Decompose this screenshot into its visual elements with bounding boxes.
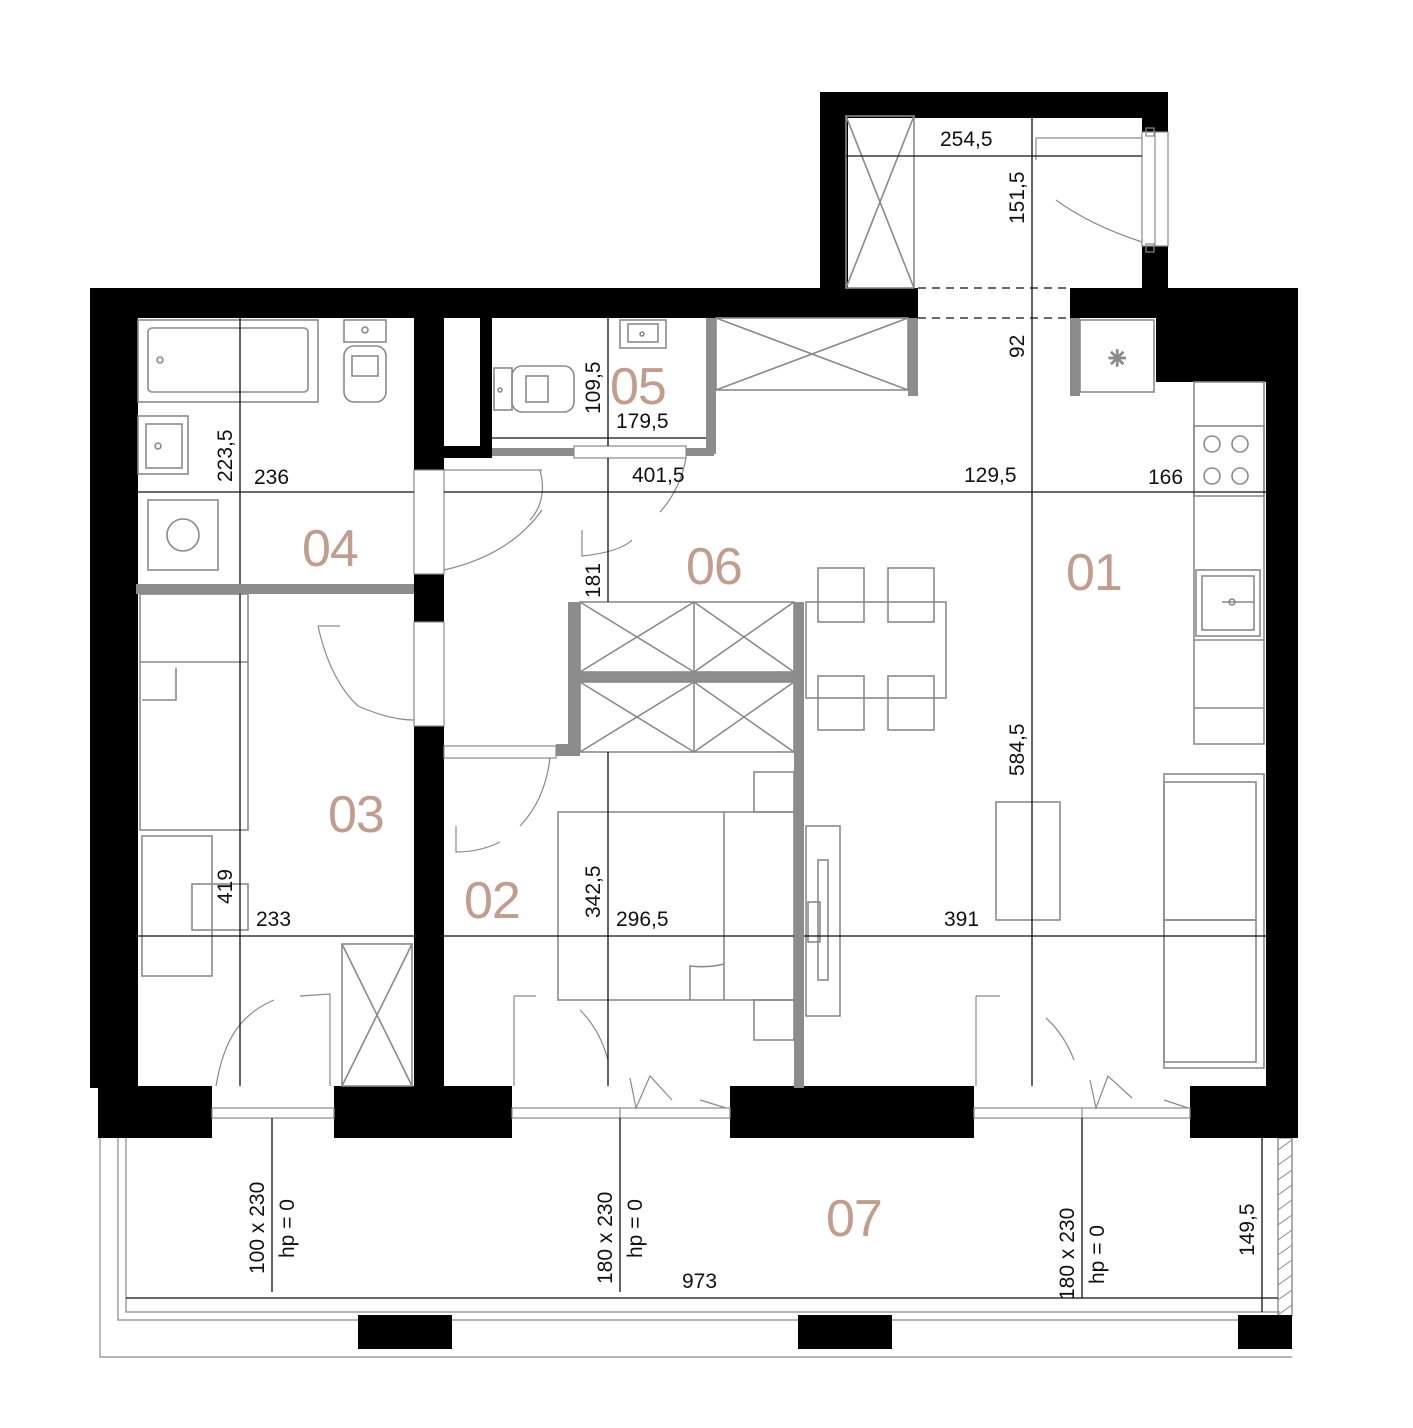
dim-973: 973	[682, 1270, 717, 1293]
bathtub	[137, 319, 319, 403]
window-3-hp: hp = 0	[1086, 1225, 1109, 1284]
window-2-size: 180 x 230	[594, 1192, 617, 1284]
dim-151-5: 151,5	[1006, 171, 1029, 224]
room-label-02: 02	[464, 872, 520, 930]
exterior-walls	[90, 92, 1298, 1138]
room-label-01: 01	[1066, 544, 1122, 602]
sofa	[1163, 773, 1265, 1069]
dining-table	[805, 567, 947, 731]
room-labels: 01 02 03 04 05 06 07	[302, 358, 1123, 1248]
doors-windows	[211, 127, 1191, 1119]
terrace-pillar-2	[798, 1315, 892, 1349]
window-1-size: 100 x 230	[246, 1182, 269, 1274]
room-label-03: 03	[328, 786, 384, 844]
washbasin-05	[619, 319, 667, 349]
dim-254-5: 254,5	[940, 128, 993, 151]
terrace-outline	[99, 1137, 1293, 1358]
dim-419: 419	[214, 869, 237, 904]
dim-391: 391	[944, 908, 979, 931]
dim-181: 181	[582, 563, 605, 598]
dim-401-5: 401,5	[632, 464, 685, 487]
washbasin-04	[137, 415, 189, 475]
terrace-pillar-3	[1238, 1315, 1292, 1349]
dim-223-5: 223,5	[214, 429, 237, 482]
toilet-05	[493, 365, 575, 413]
toilet-04	[343, 319, 387, 403]
svg-text:✳: ✳	[1108, 346, 1126, 371]
dim-109-5: 109,5	[582, 361, 605, 414]
terrace-railing	[1277, 1137, 1293, 1317]
dim-179-5: 179,5	[616, 410, 669, 433]
interior-walls	[136, 318, 1080, 1088]
room-label-05: 05	[610, 358, 666, 416]
wardrobe-entry	[845, 115, 915, 289]
dim-584-5: 584,5	[1006, 723, 1029, 776]
dim-166: 166	[1148, 466, 1183, 489]
dim-129-5: 129,5	[964, 464, 1017, 487]
fridge: ✳	[1079, 319, 1155, 393]
dim-149-5: 149,5	[1236, 1203, 1259, 1256]
dimension-labels: 254,5 151,5 92 109,5 179,5 223,5 236 401…	[214, 128, 1259, 1300]
window-2-hp: hp = 0	[624, 1199, 647, 1258]
dim-233: 233	[256, 908, 291, 931]
window-3-size: 180 x 230	[1056, 1208, 1079, 1300]
room-label-07: 07	[826, 1190, 882, 1248]
desk	[141, 835, 249, 977]
wardrobe-top	[715, 317, 909, 391]
window-1-hp: hp = 0	[276, 1199, 299, 1258]
terrace-pillar-1	[358, 1315, 452, 1349]
washing-machine	[147, 499, 219, 571]
wardrobe-03	[341, 943, 413, 1087]
furniture: ✳	[137, 115, 1265, 1087]
dim-342-5: 342,5	[582, 865, 605, 918]
room-label-04: 04	[302, 520, 358, 578]
single-bed	[139, 593, 249, 831]
dim-236: 236	[254, 466, 289, 489]
tv-unit	[805, 825, 841, 1017]
coffee-table	[995, 801, 1061, 921]
room-label-06: 06	[686, 538, 742, 596]
dim-92: 92	[1006, 335, 1029, 358]
double-bed	[557, 771, 795, 1041]
dimension-lines	[126, 118, 1278, 1312]
wardrobe-06	[579, 601, 795, 753]
kitchen-counter	[1193, 381, 1265, 745]
dim-296-5: 296,5	[616, 908, 669, 931]
